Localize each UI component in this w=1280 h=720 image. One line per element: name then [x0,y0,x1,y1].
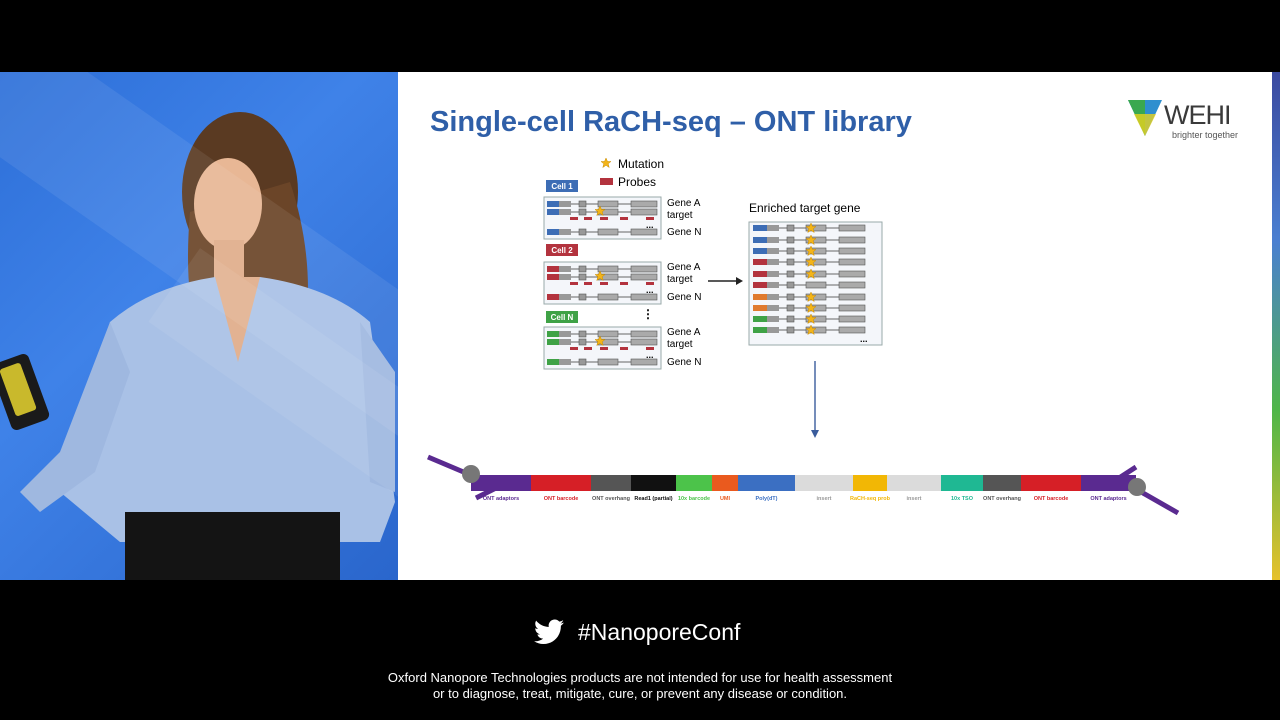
rach-seq-diagram: Mutation Probes Cell 1 ... Gene A target… [427,157,1180,516]
library-segment [983,475,1021,491]
speaker-video [0,72,398,580]
library-segment [631,475,676,491]
library-segment [1021,475,1081,491]
library-segment [795,475,853,491]
library-segment [471,475,531,491]
cell-1-label: Cell 1 [551,182,573,191]
library-segment [676,475,712,491]
cell-1-group: Cell 1 ... Gene A target Gene N [543,180,701,240]
mutation-star-icon [600,157,612,168]
conference-hashtag: #NanoporeConf [578,618,741,645]
slide-title: Single-cell RaCH-seq – ONT library [430,106,912,138]
cell-n-group: Cell N ... Gene A target Gene N [543,311,701,370]
cell-2-target: target [667,274,693,285]
disclaimer: Oxford Nanopore Technologies products ar… [0,670,1280,702]
wehi-logo-mark [1128,100,1162,136]
legend-probes: Probes [618,175,656,189]
slide-edge-accent [1272,72,1280,580]
library-segment [941,475,983,491]
wehi-logo-text: WEHI [1164,100,1231,130]
twitter-hashtag-row: #NanoporeConf [534,616,740,648]
letterbox-bottom [0,580,1280,720]
cells-vertical-ellipsis: ⋮ [642,307,654,321]
cell-2-group: Cell 2 ... Gene A target Gene N [543,244,701,305]
wehi-logo: WEHI brighter together [1128,100,1248,146]
library-segment-label: insert [907,496,922,502]
library-segment [712,475,738,491]
library-segment [591,475,631,491]
cell-1-ellipsis: ... [646,220,654,230]
cell-2-label: Cell 2 [551,246,573,255]
cell-1-gene-a: Gene A [667,198,701,209]
library-segment [531,475,591,491]
cell-2-gene-n: Gene N [667,292,701,303]
library-segment-label: ONT barcode [1034,496,1069,502]
library-segment-label: ONT adaptors [483,496,519,502]
cell-n-gene-a: Gene A [667,327,701,338]
twitter-bird-icon [534,619,564,644]
library-segment [887,475,941,491]
cell-2-ellipsis: ... [646,285,654,295]
enriched-ellipsis: ... [860,334,868,344]
library-segment-label: ONT overhang [592,496,630,502]
enriched-target-box: ... [748,221,883,346]
legend-mutation: Mutation [618,157,664,171]
library-segment-label: RaCH-seq prob [850,496,891,502]
presentation-slide: Single-cell RaCH-seq – ONT library WEHI … [398,72,1272,580]
cell-2-gene-a: Gene A [667,262,701,273]
library-segment-label: Poly(dT) [756,496,778,502]
left-motor-protein [462,465,480,483]
enriched-title: Enriched target gene [749,201,861,215]
disclaimer-line-2: or to diagnose, treat, mitigate, cure, o… [432,686,848,701]
cell-n-gene-n: Gene N [667,357,701,368]
library-segment-label: ONT overhang [983,496,1021,502]
library-segment-label: ONT adaptors [1090,496,1126,502]
disclaimer-line-1: Oxford Nanopore Technologies products ar… [387,670,893,685]
cell-1-gene-n: Gene N [667,227,701,238]
ont-library-construct: ONT adaptors ONT barcode ONT overhang Read1… [427,454,1180,516]
wehi-logo-tagline: brighter together [1172,130,1239,140]
speaker-figure [0,112,395,580]
library-segment-label: 10x barcode [678,496,710,502]
probe-legend-swatch [600,178,613,185]
cell-n-target: target [667,339,693,350]
library-segment-label: ONT barcode [544,496,579,502]
library-segment-label: insert [817,496,832,502]
cell-1-target: target [667,210,693,221]
cell-n-ellipsis: ... [646,350,654,360]
library-segment [1081,475,1136,491]
library-segment [738,475,795,491]
letterbox-top [0,0,1280,72]
library-segment-label: 10x TSO [951,496,974,502]
cell-n-label: Cell N [551,313,574,322]
library-segment [853,475,887,491]
library-segment-label: Read1 (partial) [634,496,672,502]
library-segment-label: UMI [720,496,731,502]
right-motor-protein [1128,478,1146,496]
